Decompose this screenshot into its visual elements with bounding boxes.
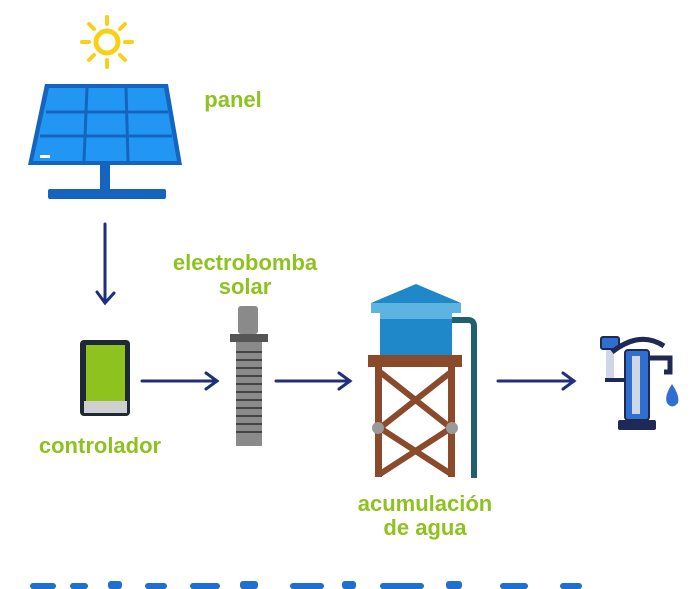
arrow-pump-to-tank xyxy=(274,371,353,391)
controller-icon xyxy=(80,340,130,416)
cropped-bottom-text xyxy=(0,573,700,589)
solar-panel-icon xyxy=(28,84,182,199)
pump-label-line1: electrobomba xyxy=(172,250,318,275)
storage-label-line1: acumulación xyxy=(357,491,493,516)
storage-label: acumulación de agua xyxy=(325,492,525,540)
storage-label-line2: de agua xyxy=(383,515,467,540)
arrow-controller-to-pump xyxy=(140,371,220,391)
water-tower-icon xyxy=(368,284,477,478)
panel-label: panel xyxy=(204,87,262,112)
arrow-panel-to-controller xyxy=(95,222,116,306)
arrow-tank-to-tap xyxy=(496,371,577,391)
cropped-text-fragments xyxy=(30,581,582,589)
pump-icon xyxy=(230,306,268,446)
water-tap-icon xyxy=(600,336,679,430)
sun-icon xyxy=(80,15,134,69)
pump-label-line2: solar xyxy=(218,274,272,299)
pump-label: electrobomba solar xyxy=(148,251,342,299)
controller-label: controlador xyxy=(38,433,162,458)
